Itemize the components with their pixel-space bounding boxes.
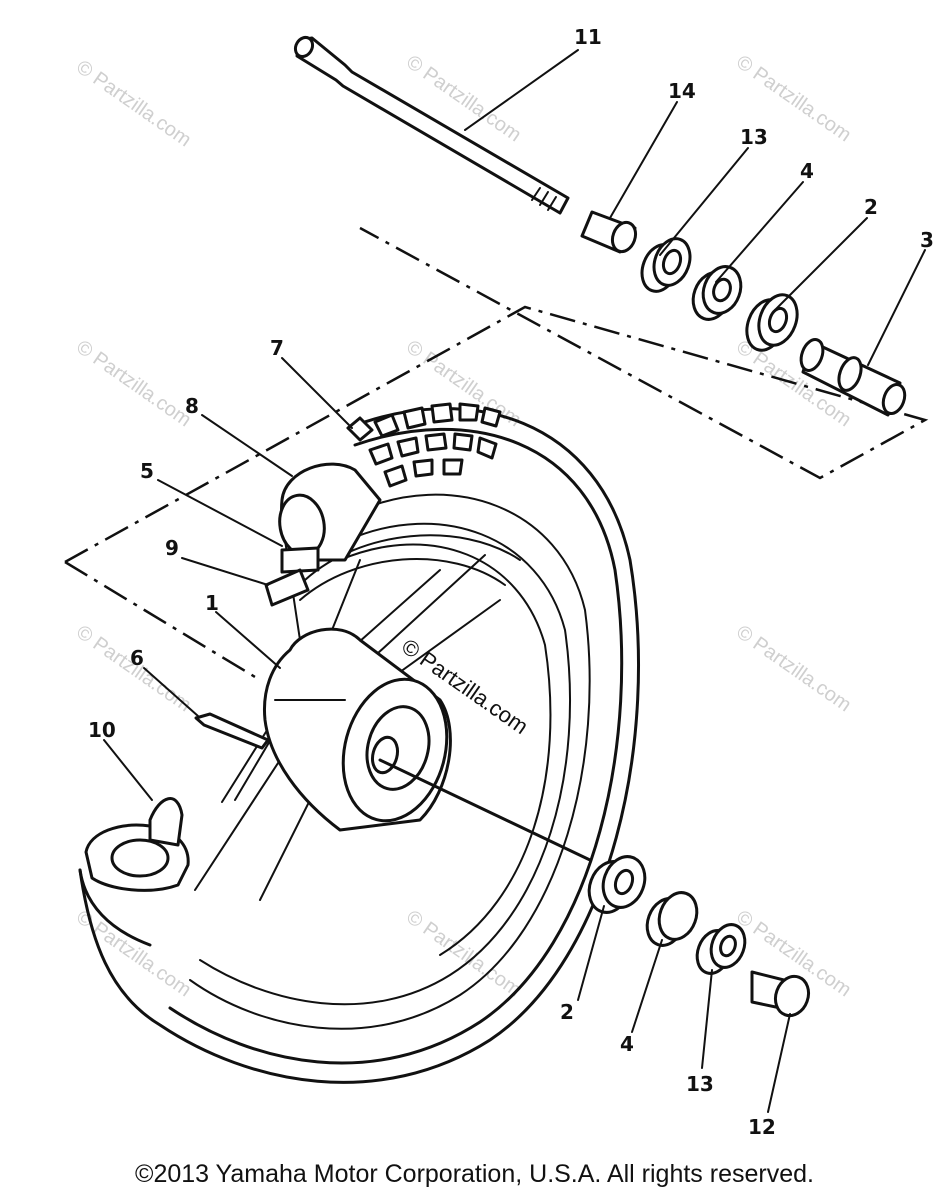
callout-4: 4 [620,1032,634,1056]
part-axle [293,35,570,215]
tire-tread [346,402,502,488]
callout-3: 3 [920,228,934,252]
part-bearing-lower [587,855,647,914]
callout-13: 13 [740,125,768,149]
callout-14: 14 [668,79,696,103]
part-seal-upper [691,265,743,321]
watermark: © Partzilla.com [72,56,195,151]
callout-11: 11 [574,25,602,49]
part-rim-band [84,797,190,892]
callout-2: 2 [864,195,878,219]
part-seal-lower [645,891,699,947]
callout-2: 2 [560,1000,574,1024]
part-collar-upper [640,237,692,293]
callout-7: 7 [270,336,284,360]
part-tire [78,407,640,1084]
part-spacer-flange [799,338,907,417]
callout-5: 5 [140,459,154,483]
part-valve [194,462,382,750]
callout-8: 8 [185,394,199,418]
callout-1: 1 [205,591,219,615]
part-spacer [580,210,638,254]
assembly-lines [64,226,929,682]
part-bearing-upper [745,293,799,352]
callout-4: 4 [800,159,814,183]
part-cap-lower [750,970,811,1018]
copyright-notice: ©2013 Yamaha Motor Corporation, U.S.A. A… [135,1160,814,1188]
callout-labels: 11 14 13 4 2 3 7 8 5 9 1 6 10 2 4 13 12 [88,25,934,1139]
part-hub [262,627,592,862]
callout-6: 6 [130,646,144,670]
callout-12: 12 [748,1115,776,1139]
watermark: © Partzilla.com [72,336,195,431]
leader-lines [103,49,926,1113]
callout-13: 13 [686,1072,714,1096]
part-collar-lower [695,923,747,975]
callout-9: 9 [165,536,179,560]
watermark: © Partzilla.com [732,621,855,716]
callout-10: 10 [88,718,116,742]
